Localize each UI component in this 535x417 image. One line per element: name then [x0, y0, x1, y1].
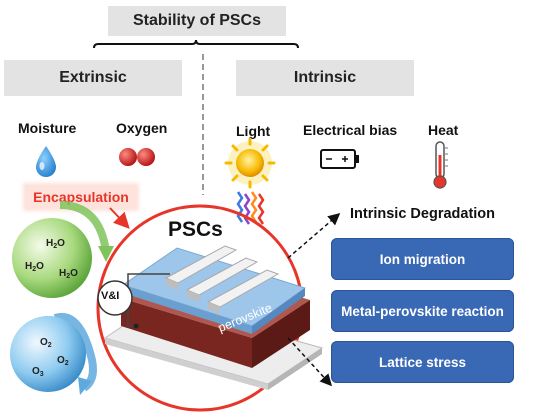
battery-icon	[320, 149, 359, 169]
oxygen-molecule-icon	[119, 148, 155, 166]
heat-label: Heat	[428, 122, 459, 138]
degradation-item: Metal-perovskite reaction	[331, 290, 514, 332]
thermometer-icon	[433, 141, 448, 189]
water-drop-icon	[36, 146, 56, 177]
green-curve-arrow	[59, 201, 110, 253]
electrical-bias-label: Electrical bias	[303, 122, 398, 138]
degradation-arrow-up	[287, 213, 341, 259]
title-brace	[93, 39, 299, 49]
h2o-label-2: H2O	[25, 261, 44, 273]
vi-label: V&I	[101, 290, 120, 302]
degradation-item-label: Ion migration	[379, 251, 466, 267]
water-sphere	[12, 218, 92, 298]
h2o-label-3: H2O	[59, 268, 78, 280]
extrinsic-header: Extrinsic	[4, 60, 182, 96]
diagram-title-box: Stability of PSCs	[108, 6, 286, 36]
vi-meter	[97, 280, 133, 316]
psc-device	[103, 245, 324, 390]
oxygen-sphere	[10, 316, 86, 392]
o2-label-2: O2	[57, 355, 69, 367]
light-rays-icon	[236, 191, 265, 225]
o2-label-1: O2	[40, 337, 52, 349]
o3-label: O3	[32, 366, 44, 378]
sun-icon	[224, 137, 276, 189]
intrinsic-label: Intrinsic	[293, 69, 357, 86]
degradation-item-label: Metal-perovskite reaction	[341, 303, 504, 319]
oxygen-label: Oxygen	[116, 120, 168, 136]
h2o-label-1: H2O	[46, 238, 65, 250]
degradation-item: Lattice stress	[331, 341, 514, 383]
degradation-item: Ion migration	[331, 238, 514, 280]
moisture-label: Moisture	[18, 120, 77, 136]
degradation-arrow-down	[287, 337, 333, 387]
degradation-heading: Intrinsic Degradation	[350, 206, 496, 222]
device-title: PSCs	[168, 218, 223, 241]
diagram-title: Stability of PSCs	[132, 12, 262, 29]
extrinsic-label: Extrinsic	[59, 69, 127, 86]
encapsulation-arrow	[109, 207, 130, 229]
encapsulation-label: Encapsulation	[33, 189, 129, 205]
intrinsic-header: Intrinsic	[236, 60, 414, 96]
light-label: Light	[236, 123, 271, 139]
degradation-item-label: Lattice stress	[378, 354, 467, 370]
